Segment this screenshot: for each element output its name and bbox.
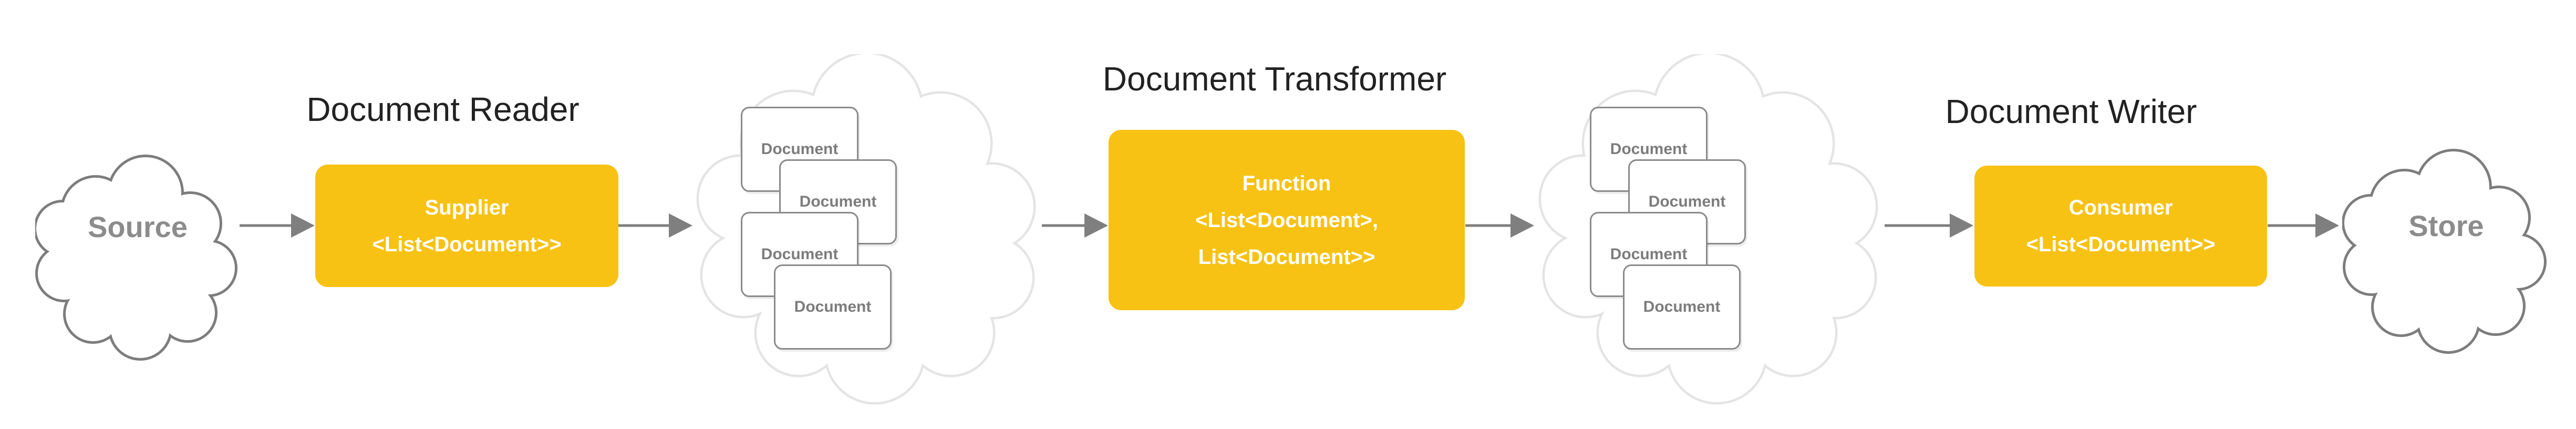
function-node: Function <List<Document>, List<Document>…	[1109, 130, 1465, 310]
title-document-writer: Document Writer	[1945, 93, 2197, 130]
arrow-source-to-supplier	[240, 213, 315, 238]
supplier-line2: <List<Document>>	[372, 232, 562, 256]
arrow-function-to-documents	[1465, 213, 1534, 238]
document-card-label: Document	[761, 246, 839, 263]
function-line1: Function	[1242, 171, 1331, 195]
title-document-reader: Document Reader	[306, 90, 580, 128]
arrow-supplier-to-documents	[618, 213, 692, 238]
function-line2: <List<Document>,	[1195, 208, 1378, 232]
consumer-line2: <List<Document>>	[2026, 233, 2216, 256]
source-cloud-icon	[35, 155, 237, 361]
arrow-documents-to-consumer	[1885, 213, 1973, 238]
document-card: Document	[774, 264, 892, 350]
document-card-label: Document	[1610, 246, 1688, 263]
document-card-label: Document	[794, 298, 872, 315]
document-card-label: Document	[1648, 193, 1726, 210]
arrow-consumer-to-store	[2268, 213, 2339, 238]
document-card-label: Document	[761, 140, 839, 158]
document-card-label: Document	[1610, 140, 1688, 158]
document-card: Document	[1623, 264, 1741, 350]
consumer-node: Consumer <List<Document>>	[1974, 166, 2267, 287]
title-document-transformer: Document Transformer	[1102, 60, 1447, 98]
document-card-label: Document	[1643, 298, 1721, 315]
source-label: Source	[88, 210, 188, 243]
supplier-node: Supplier <List<Document>>	[315, 165, 618, 287]
store-cloud-icon	[2342, 149, 2547, 354]
store-label: Store	[2408, 209, 2484, 242]
consumer-line1: Consumer	[2068, 196, 2173, 219]
document-card-label: Document	[799, 193, 877, 210]
arrow-documents-to-function	[1042, 213, 1108, 238]
function-line3: List<Document>>	[1198, 245, 1375, 269]
supplier-line1: Supplier	[425, 196, 509, 219]
